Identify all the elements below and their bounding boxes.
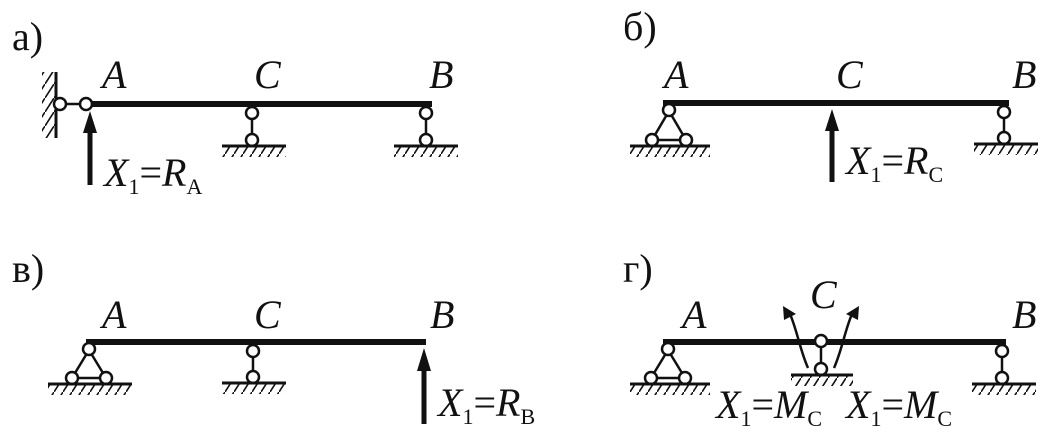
panel-g-roller-support-b <box>972 342 1036 395</box>
panel-a-letter: а) <box>12 14 43 59</box>
panel-a-point-a: A <box>99 52 127 97</box>
panel-g: г) A C B <box>623 246 1036 431</box>
panel-g-moment-arrow-right <box>832 306 859 369</box>
panel-v-pin-support-a <box>48 341 132 395</box>
panel-v-point-b: B <box>430 292 454 337</box>
panel-b-pin-support-a <box>630 102 710 157</box>
panel-v-point-a: A <box>99 292 127 337</box>
panel-g-pin-support-a <box>630 341 710 395</box>
panel-a-roller-support-b <box>394 104 458 157</box>
panel-v-roller-support-c <box>222 342 286 394</box>
panel-b-point-a: A <box>661 52 689 97</box>
panel-a-reaction-arrow <box>83 111 97 185</box>
panel-a-wall-support <box>42 72 94 138</box>
panel-b-roller-support-b <box>974 103 1038 155</box>
panel-g-point-c: C <box>810 272 838 317</box>
panel-g-hinge-roller-c <box>791 333 853 386</box>
panel-v-point-c: C <box>254 292 282 337</box>
panel-v-letter: в) <box>12 246 44 291</box>
panel-b-point-c: C <box>836 52 864 97</box>
panel-g-letter: г) <box>623 246 653 291</box>
panel-v: в) A C B X1=RB <box>12 246 535 429</box>
panel-b-reaction-arrow <box>825 109 839 182</box>
panel-g-moment-arrow-left <box>783 306 810 369</box>
panel-g-equation-left: X1=MC <box>714 382 822 431</box>
panel-a-roller-support-c <box>222 104 286 157</box>
panel-a-point-c: C <box>254 52 282 97</box>
panel-v-equation: X1=RB <box>436 380 535 429</box>
panel-b: б) A C B X1=RC <box>623 4 1038 187</box>
panel-g-equation-right: X1=MC <box>844 382 952 431</box>
panel-a-point-b: B <box>429 52 453 97</box>
panel-a-equation: X1=RA <box>102 150 202 199</box>
panel-b-point-b: B <box>1012 52 1036 97</box>
panel-v-reaction-arrow <box>417 348 431 424</box>
panel-b-letter: б) <box>623 4 657 49</box>
panel-b-equation: X1=RC <box>844 138 943 187</box>
panel-g-point-a: A <box>679 292 707 337</box>
panel-g-point-b: B <box>1012 292 1036 337</box>
panel-a: а) A C B <box>12 14 458 199</box>
